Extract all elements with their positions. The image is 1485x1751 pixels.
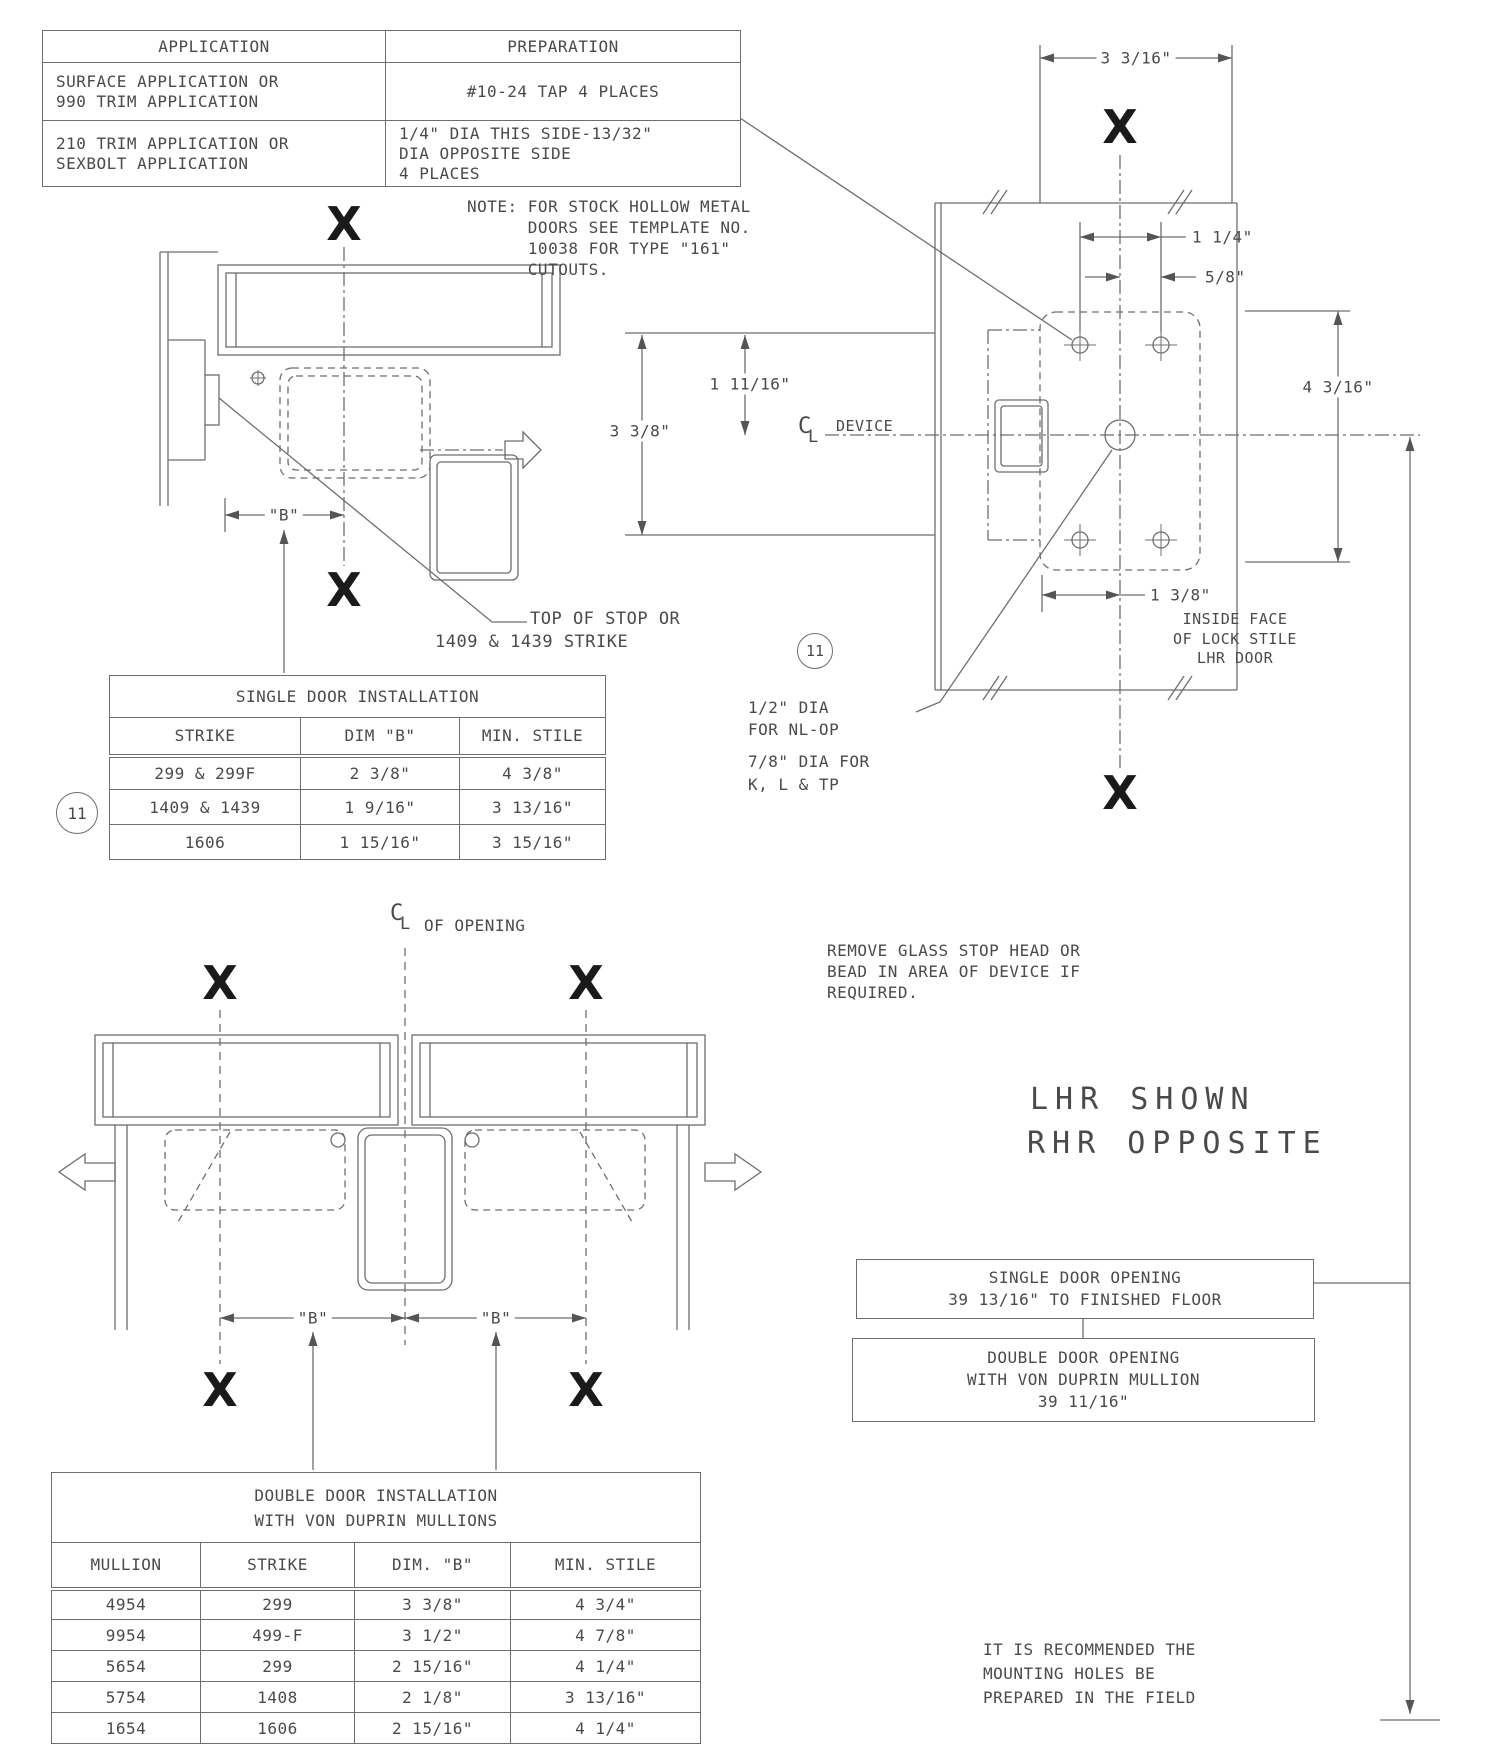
x-mark: X	[202, 1363, 238, 1417]
inside-face-label: INSIDE FACE OF LOCK STILE LHR DOOR	[1173, 610, 1297, 667]
double-door-table: DOUBLE DOOR INSTALLATION WITH VON DUPRIN…	[51, 1472, 701, 1744]
break-arrow-right	[704, 1152, 763, 1192]
cl-device-label: DEVICE	[836, 417, 894, 435]
dim-3-3-16: 3 3/16"	[1096, 47, 1176, 69]
x-mark: X	[326, 197, 362, 251]
preparation-header: PREPARATION	[385, 30, 741, 63]
dim-b-right: "B"	[476, 1307, 516, 1329]
x-mark: X	[202, 956, 238, 1010]
single-opening-line1: SINGLE DOOR OPENING	[988, 1268, 1182, 1287]
dim-5-8: 5/8"	[1205, 267, 1246, 287]
remove-glass-note: REMOVE GLASS STOP HEAD OR BEAD IN AREA O…	[827, 941, 1081, 1002]
note-11-badge: 11	[797, 633, 833, 669]
break-arrow-left	[57, 1152, 116, 1192]
x-mark: X	[326, 563, 362, 617]
preparation-row1: #10-24 TAP 4 PLACES	[385, 62, 741, 121]
x-mark: X	[568, 956, 604, 1010]
double-opening-line2: WITH VON DUPRIN MULLION	[966, 1370, 1201, 1389]
frame-stop	[204, 374, 220, 426]
right-door-rail	[411, 1034, 706, 1126]
dim-4-3-16: 4 3/16"	[1298, 376, 1378, 398]
col-dim-b: DIM "B"	[300, 717, 460, 758]
frame-jamb-profile	[159, 251, 218, 506]
x-mark: X	[1102, 766, 1138, 820]
application-row2: 210 TRIM APPLICATION OR SEXBOLT APPLICAT…	[42, 120, 386, 187]
door-rail-outer	[217, 264, 561, 356]
nl-leader	[915, 449, 1113, 713]
double-door-opening-box: DOUBLE DOOR OPENING WITH VON DUPRIN MULL…	[852, 1338, 1315, 1422]
left-door-rail	[94, 1034, 399, 1126]
x-mark: X	[568, 1363, 604, 1417]
col-min-stile: MIN. STILE	[510, 1542, 701, 1591]
single-opening-line2: 39 13/16" TO FINISHED FLOOR	[948, 1290, 1222, 1309]
k-l-tp-hole-note: 7/8" DIA FOR K, L & TP	[748, 752, 870, 794]
double-opening-line1: DOUBLE DOOR OPENING	[987, 1348, 1180, 1367]
col-dim-b: DIM. "B"	[354, 1542, 511, 1591]
dim-3-3-8: 3 3/8"	[605, 420, 675, 442]
tap-leader	[739, 117, 1073, 341]
dim-1-11-16: 1 11/16"	[705, 373, 795, 395]
floor-dim-line	[1082, 437, 1440, 1721]
field-preparation-note: IT IS RECOMMENDED THE MOUNTING HOLES BE …	[983, 1640, 1196, 1707]
col-strike: STRIKE	[200, 1542, 355, 1591]
dim-1-1-4: 1 1/4"	[1192, 227, 1253, 247]
single-door-table: SINGLE DOOR INSTALLATION STRIKE DIM "B" …	[108, 675, 607, 860]
single-door-opening-box: SINGLE DOOR OPENING 39 13/16" TO FINISHE…	[856, 1259, 1314, 1319]
dimension-arrowheads	[220, 53, 1415, 1714]
application-row1: SURFACE APPLICATION OR 990 TRIM APPLICAT…	[42, 62, 386, 121]
device-hidden-outline	[1039, 311, 1201, 571]
break-marks	[982, 189, 1193, 701]
hand-note-rhr: RHR OPPOSITE	[1027, 1126, 1328, 1161]
application-header: APPLICATION	[42, 30, 386, 63]
col-mullion: MULLION	[51, 1542, 201, 1591]
double-opening-line3: 39 11/16"	[1037, 1392, 1130, 1411]
application-preparation-table: APPLICATION PREPARATION SURFACE APPLICAT…	[42, 30, 741, 187]
door-rail-inner	[225, 272, 553, 348]
note-11-badge: 11	[56, 792, 98, 834]
mullion-outer	[357, 1127, 453, 1291]
break-arrow-right-section	[504, 430, 542, 470]
single-door-table-title: SINGLE DOOR INSTALLATION	[108, 675, 607, 718]
dim-b-left: "B"	[293, 1307, 333, 1329]
door-stile-outline	[934, 202, 1238, 691]
top-of-stop-leader-line1: TOP OF STOP OR	[530, 609, 681, 629]
hand-note-lhr: LHR SHOWN	[1030, 1082, 1256, 1117]
nl-op-hole-note: 1/2" DIA FOR NL-OP	[748, 698, 840, 739]
top-of-stop-leader-line2: 1409 & 1439 STRIKE	[435, 632, 629, 652]
x-mark: X	[1102, 100, 1138, 154]
cl-of-opening-label: OF OPENING	[424, 916, 526, 935]
dim-b-label: "B"	[264, 504, 304, 526]
preparation-row2: 1/4" DIA THIS SIDE-13/32" DIA OPPOSITE S…	[385, 120, 741, 187]
dim-1-3-8: 1 3/8"	[1150, 585, 1211, 605]
mullion-inner	[364, 1134, 446, 1284]
col-strike: STRIKE	[109, 717, 301, 758]
stock-doors-note: NOTE: FOR STOCK HOLLOW METAL DOORS SEE T…	[467, 197, 751, 279]
double-door-table-title: DOUBLE DOOR INSTALLATION WITH VON DUPRIN…	[51, 1472, 701, 1543]
col-min-stile: MIN. STILE	[458, 717, 607, 758]
